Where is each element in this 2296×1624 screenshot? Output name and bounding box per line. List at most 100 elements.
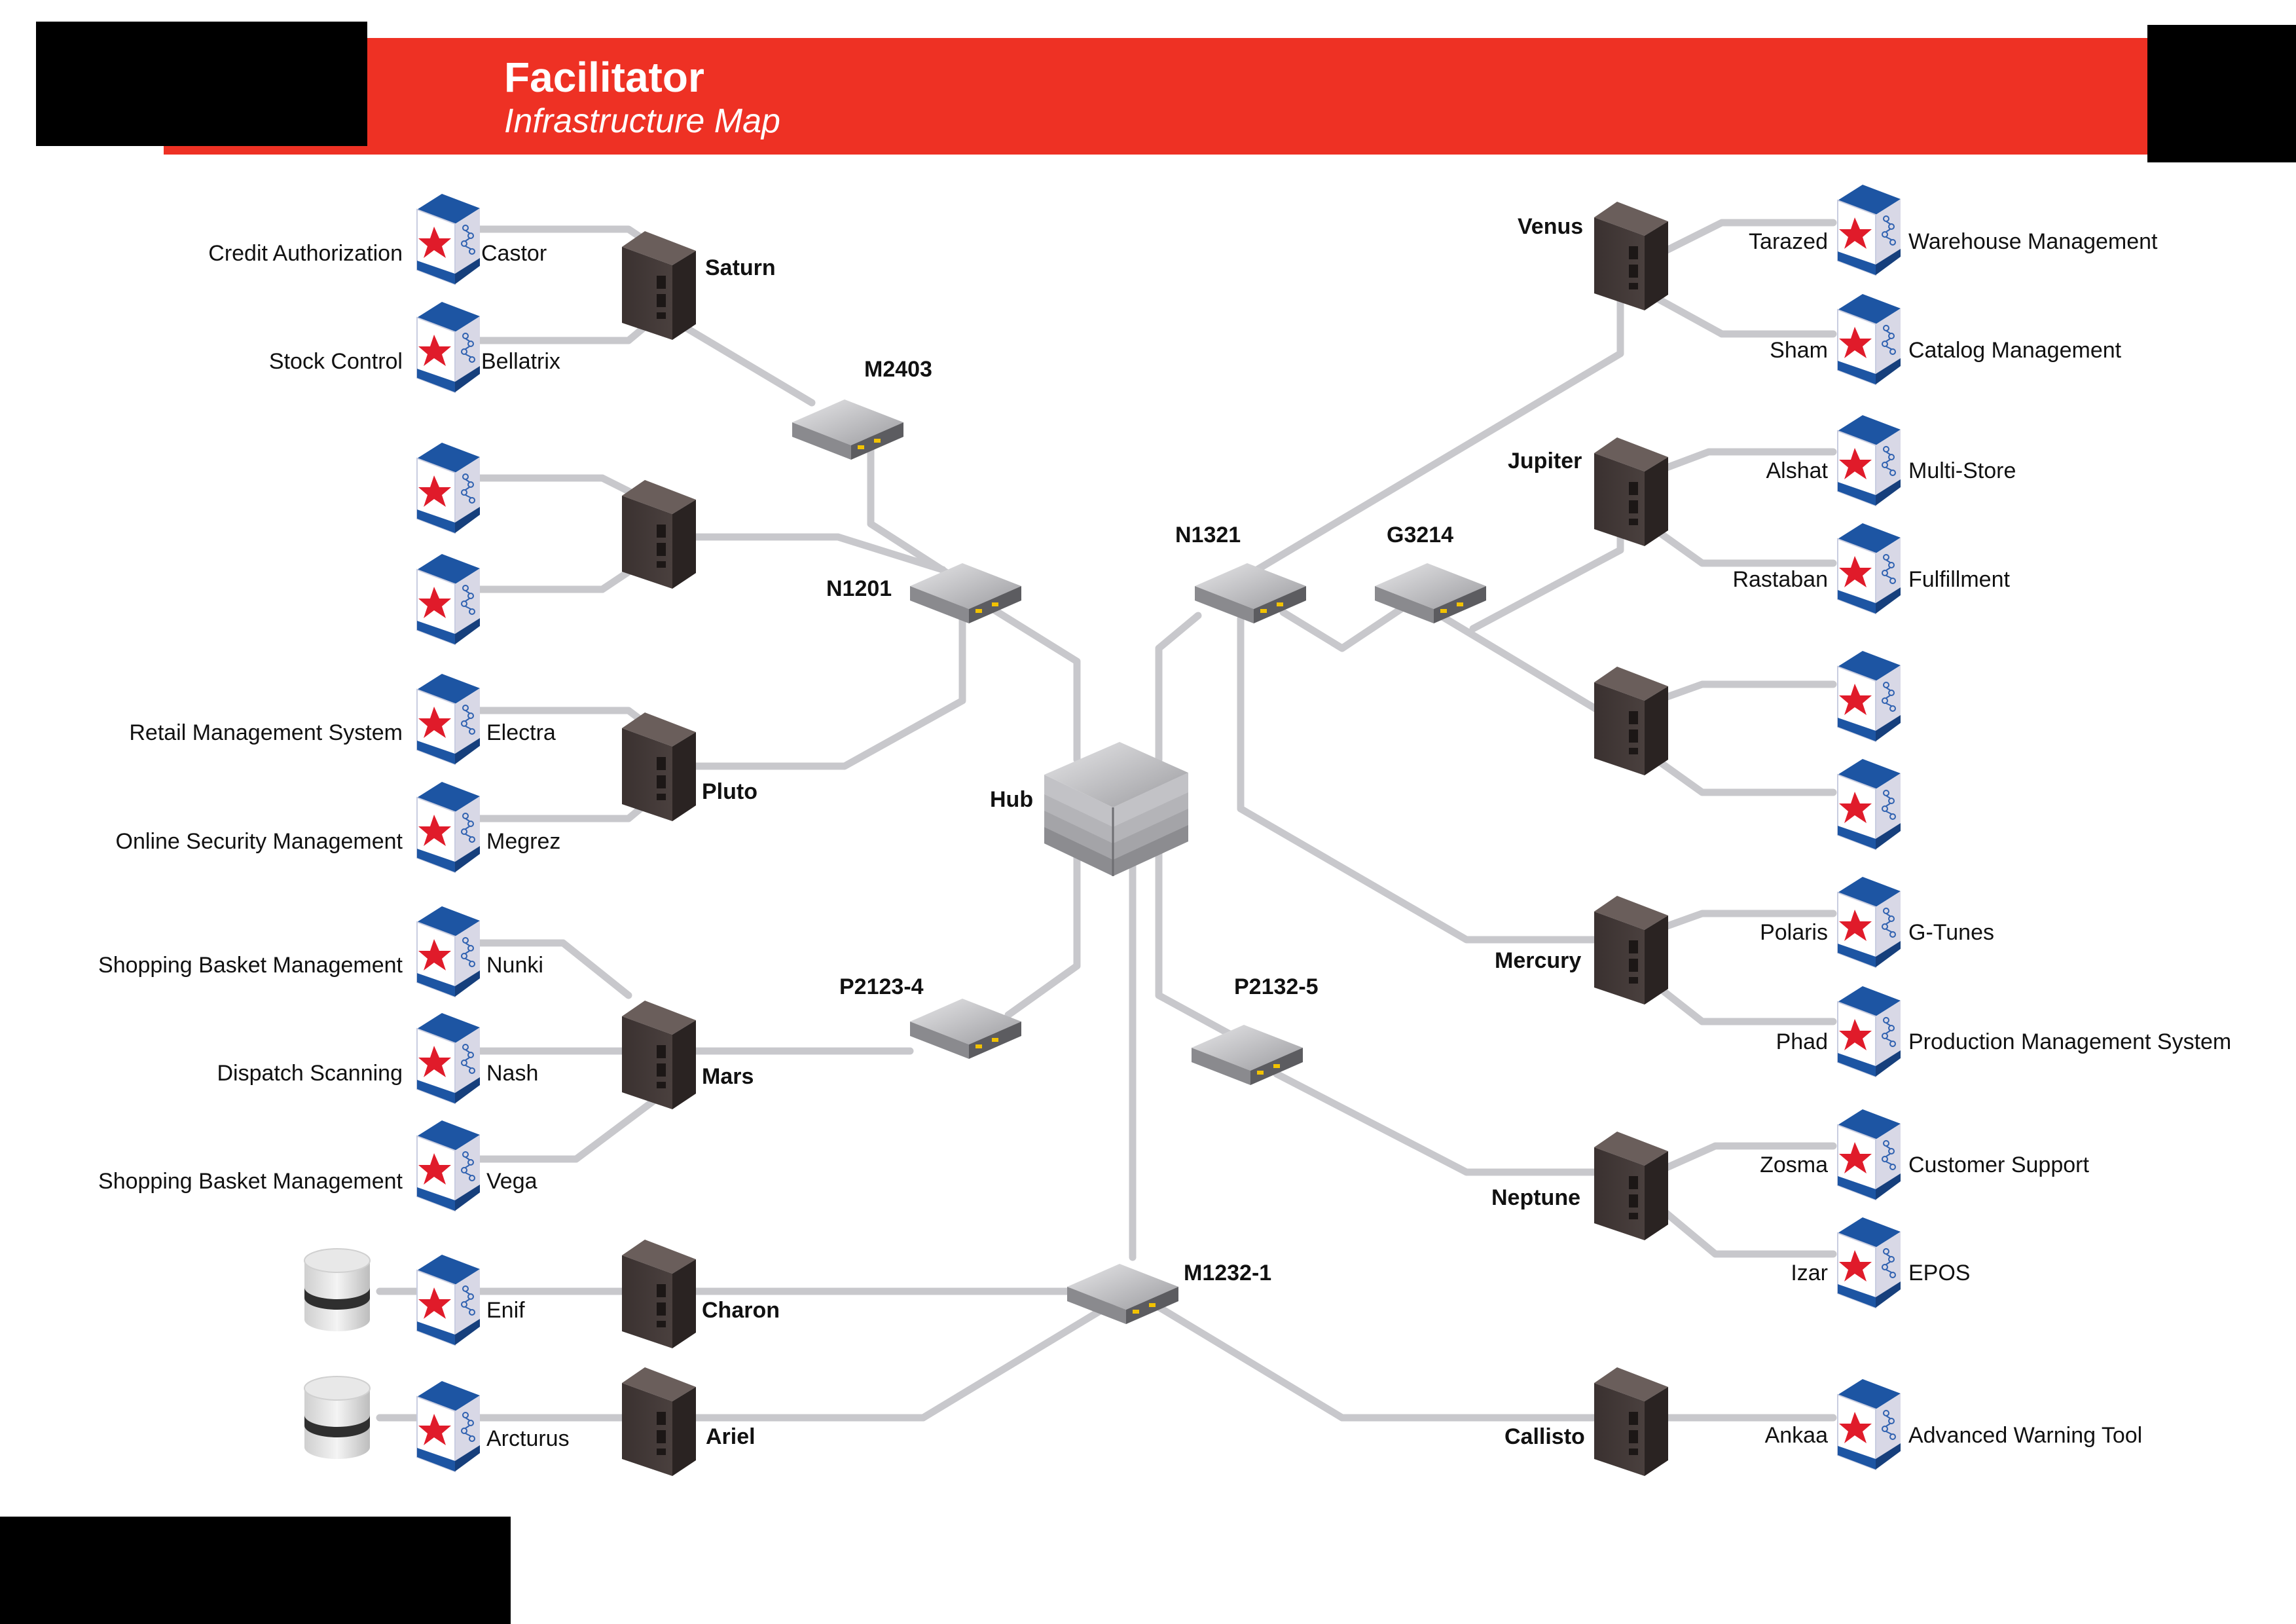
app-left-castor[interactable]: Credit Authorization Castor bbox=[208, 193, 547, 285]
switch-m1232-1[interactable]: M1232-1 bbox=[1067, 1261, 1271, 1324]
link-p2123-hub bbox=[1004, 841, 1081, 1019]
link-neptune-zosma bbox=[1652, 1142, 1837, 1176]
app-name: Online Security Management bbox=[116, 829, 403, 854]
app-right-polaris[interactable]: Polaris G-Tunes bbox=[1760, 876, 1994, 968]
app-left-unnamed-1[interactable] bbox=[416, 442, 481, 534]
app-right-unnamed-1[interactable] bbox=[1837, 650, 1901, 742]
page-subtitle: Infrastructure Map bbox=[504, 102, 780, 140]
app-right-alshat[interactable]: Alshat Multi-Store bbox=[1766, 415, 2016, 506]
network-links bbox=[376, 219, 1837, 1422]
hub-label: Hub bbox=[990, 787, 1033, 812]
app-name: Fulfillment bbox=[1908, 567, 2010, 592]
node-name: Nunki bbox=[486, 953, 543, 978]
app-right-ankaa[interactable]: Ankaa Advanced Warning Tool bbox=[1765, 1378, 2143, 1470]
link-jupiter-rastaban bbox=[1652, 526, 1837, 567]
node-name: Sham bbox=[1770, 338, 1828, 363]
switch-n1321[interactable]: N1321 bbox=[1175, 523, 1306, 623]
header-red-band bbox=[164, 38, 2285, 155]
app-left-bellatrix[interactable]: Stock Control Bellatrix bbox=[269, 301, 560, 393]
server-charon[interactable]: Charon bbox=[622, 1240, 780, 1348]
server-label: Mercury bbox=[1495, 948, 1581, 973]
tower-server-icon bbox=[622, 1001, 696, 1109]
node-name: Phad bbox=[1776, 1029, 1828, 1054]
server-unnamed-right[interactable] bbox=[1594, 667, 1668, 775]
application-box-icon bbox=[1837, 523, 1901, 614]
switch-label: M2403 bbox=[864, 357, 932, 382]
app-right-zosma[interactable]: Zosma Customer Support bbox=[1760, 1109, 2089, 1200]
tower-server-icon bbox=[1594, 1132, 1668, 1240]
switch-m2403[interactable]: M2403 bbox=[792, 357, 932, 460]
switch-label: N1321 bbox=[1175, 523, 1241, 547]
app-right-unnamed-2[interactable] bbox=[1837, 758, 1901, 850]
switch-g3214[interactable]: G3214 bbox=[1375, 523, 1486, 623]
app-left-vega[interactable]: Shopping Basket Management Vega bbox=[98, 1120, 538, 1211]
link-megrez-pluto bbox=[467, 798, 652, 822]
app-name: Retail Management System bbox=[129, 720, 403, 745]
server-unnamed-left[interactable] bbox=[622, 480, 696, 589]
hub-stack-icon bbox=[1044, 742, 1188, 876]
link-nunki-mars bbox=[467, 939, 632, 999]
application-box-icon bbox=[416, 442, 481, 534]
application-box-icon bbox=[416, 193, 481, 285]
server-mercury[interactable]: Mercury bbox=[1495, 896, 1668, 1005]
tower-server-icon bbox=[622, 1240, 696, 1348]
application-box-icon bbox=[1837, 758, 1901, 850]
app-right-sham[interactable]: Sham Catalog Management bbox=[1770, 293, 2122, 385]
link-mercury-polaris bbox=[1652, 910, 1837, 934]
link-server-appC bbox=[1652, 680, 1837, 705]
app-left-megrez[interactable]: Online Security Management Megrez bbox=[116, 781, 561, 873]
switch-p2132-5[interactable]: P2132-5 bbox=[1192, 974, 1319, 1085]
tower-server-icon bbox=[1594, 437, 1668, 546]
hub-node[interactable]: Hub bbox=[990, 742, 1188, 876]
app-left-nash[interactable]: Dispatch Scanning Nash bbox=[217, 1012, 538, 1104]
node-name: Zosma bbox=[1760, 1153, 1828, 1177]
app-left-arcturus[interactable]: Arcturus bbox=[416, 1380, 570, 1472]
server-neptune[interactable]: Neptune bbox=[1491, 1132, 1668, 1240]
switch-n1201[interactable]: N1201 bbox=[826, 563, 1021, 623]
application-box-icon bbox=[1837, 1217, 1901, 1308]
app-name: Stock Control bbox=[269, 349, 403, 374]
application-box-icon bbox=[416, 553, 481, 645]
server-saturn[interactable]: Saturn bbox=[622, 231, 776, 340]
application-box-icon bbox=[1837, 1109, 1901, 1200]
app-right-tarazed[interactable]: Tarazed Warehouse Management bbox=[1749, 184, 2158, 276]
app-right-izar[interactable]: Izar EPOS bbox=[1791, 1217, 1970, 1308]
app-name: Shopping Basket Management bbox=[98, 1169, 403, 1194]
app-name: Credit Authorization bbox=[208, 241, 403, 266]
app-name: Production Management System bbox=[1908, 1029, 2231, 1054]
node-name: Tarazed bbox=[1749, 229, 1828, 254]
server-label: Venus bbox=[1518, 214, 1583, 239]
node-name: Ankaa bbox=[1765, 1423, 1828, 1448]
app-left-enif[interactable]: Enif bbox=[416, 1254, 525, 1346]
application-box-icon bbox=[1837, 650, 1901, 742]
server-label: Pluto bbox=[702, 779, 757, 804]
switch-label: P2123-4 bbox=[839, 974, 924, 999]
server-pluto[interactable]: Pluto bbox=[622, 712, 757, 821]
tower-server-icon bbox=[1594, 667, 1668, 775]
app-left-nunki[interactable]: Shopping Basket Management Nunki bbox=[98, 906, 543, 997]
tower-server-icon bbox=[622, 480, 696, 589]
server-ariel[interactable]: Ariel bbox=[622, 1367, 756, 1476]
application-box-icon bbox=[416, 906, 481, 997]
link-server-n1201 bbox=[690, 533, 947, 574]
app-name: Customer Support bbox=[1908, 1153, 2089, 1177]
node-name: Enif bbox=[486, 1298, 525, 1323]
link-server-appD bbox=[1652, 756, 1837, 796]
server-jupiter[interactable]: Jupiter bbox=[1508, 437, 1668, 546]
server-mars[interactable]: Mars bbox=[622, 1001, 754, 1109]
app-name: Shopping Basket Management bbox=[98, 953, 403, 978]
application-box-icon bbox=[416, 1012, 481, 1104]
node-name: Vega bbox=[486, 1169, 538, 1194]
application-box-icon bbox=[1837, 293, 1901, 385]
switch-p2123-4[interactable]: P2123-4 bbox=[839, 974, 1021, 1059]
app-left-electra[interactable]: Retail Management System Electra bbox=[129, 673, 556, 765]
switch-label: M1232-1 bbox=[1184, 1261, 1271, 1285]
app-right-rastaban[interactable]: Rastaban Fulfillment bbox=[1732, 523, 2010, 614]
header-bar: Facilitator Infrastructure Map bbox=[36, 22, 2296, 162]
app-left-unnamed-2[interactable] bbox=[416, 553, 481, 645]
server-label: Jupiter bbox=[1508, 449, 1582, 473]
server-venus[interactable]: Venus bbox=[1518, 202, 1668, 310]
app-right-phad[interactable]: Phad Production Management System bbox=[1776, 986, 2232, 1077]
server-callisto[interactable]: Callisto bbox=[1504, 1367, 1668, 1476]
database-icon bbox=[304, 1248, 371, 1332]
